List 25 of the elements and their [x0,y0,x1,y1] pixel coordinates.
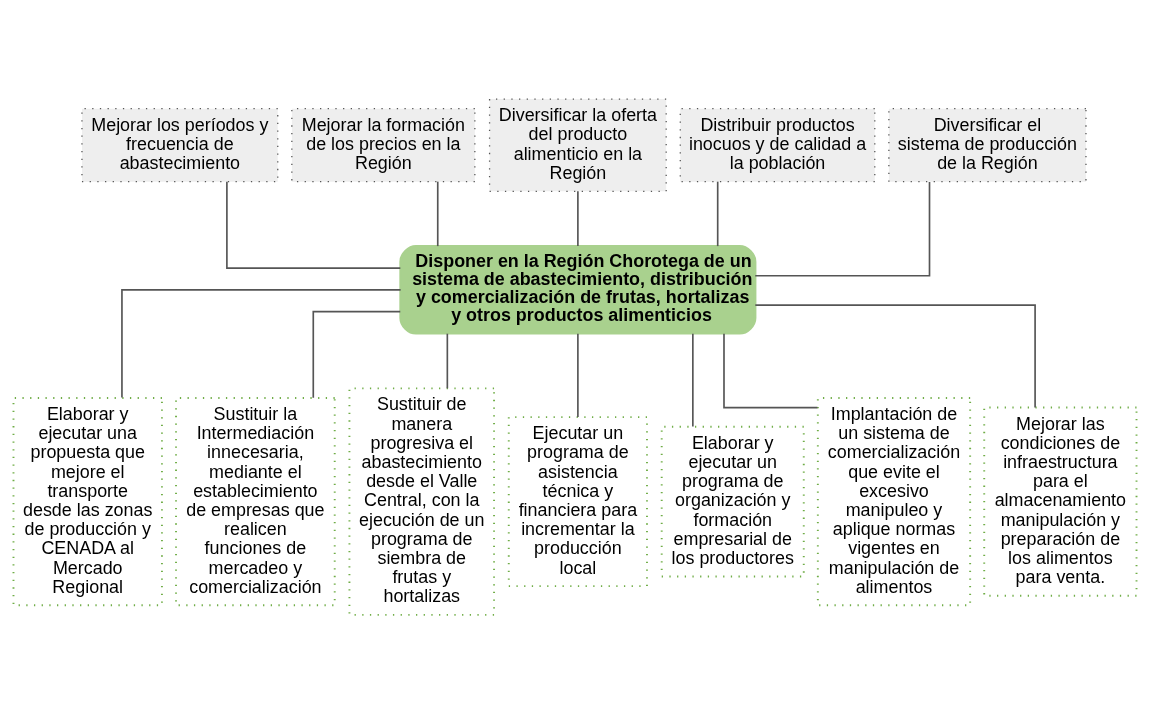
node-box: Sustituir la Intermediación innecesaria, mediante el establecimiento de empresas que realicen funciones de mercadeo y comercialización [175,396,336,606]
node-box: Mejorar las condiciones de infraestructura para el almacenamiento manipulación y preparación de los alimentos para venta. [983,406,1138,597]
connector [577,332,579,418]
node-box: Mejorar la formación de los precios en la Región [291,107,476,182]
node-box: Implantación de un sistema de comercialización que evite el excesivo manipuleo y aplique normas vigentes en manipulación de alimentos [816,396,972,606]
connector [716,180,719,247]
connector [754,180,931,277]
connector [436,180,439,247]
connector [226,180,402,269]
node-box: Sustituir de manera progresiva el abastecimiento desde el Valle Central, con la ejecución de un programa de siembra de frutas y hortalizas [348,386,495,616]
node-box: Elaborar y ejecutar un programa de organización y formación empresarial de los productores [660,425,805,577]
node-box: Diversificar la oferta del producto alimenticio en la Región [488,98,667,192]
connector [692,332,694,427]
node-box: Ejecutar un programa de asistencia técnica y financiera para incrementar la producción local [507,415,648,587]
connector [312,310,402,399]
connector [577,190,579,247]
connector [754,303,1036,408]
node-box: Diversificar el sistema de producción de la Región [888,107,1087,182]
connector [723,332,819,408]
connector [446,332,449,389]
node-box: Elaborar y ejecutar una propuesta que mejore el transporte desde las zonas de producción y CENADA al Mercado Regional [12,396,163,606]
node-box: Disponer en la Región Chorotega de un sistema de abastecimiento, distribución y comercialización de frutas, hortalizas y otros productos alimenticios [399,244,757,335]
node-box: Mejorar los períodos y frecuencia de abastecimiento [81,107,279,182]
connector [121,288,402,398]
node-box: Distribuir productos inocuos y de calidad a la población [679,107,876,182]
